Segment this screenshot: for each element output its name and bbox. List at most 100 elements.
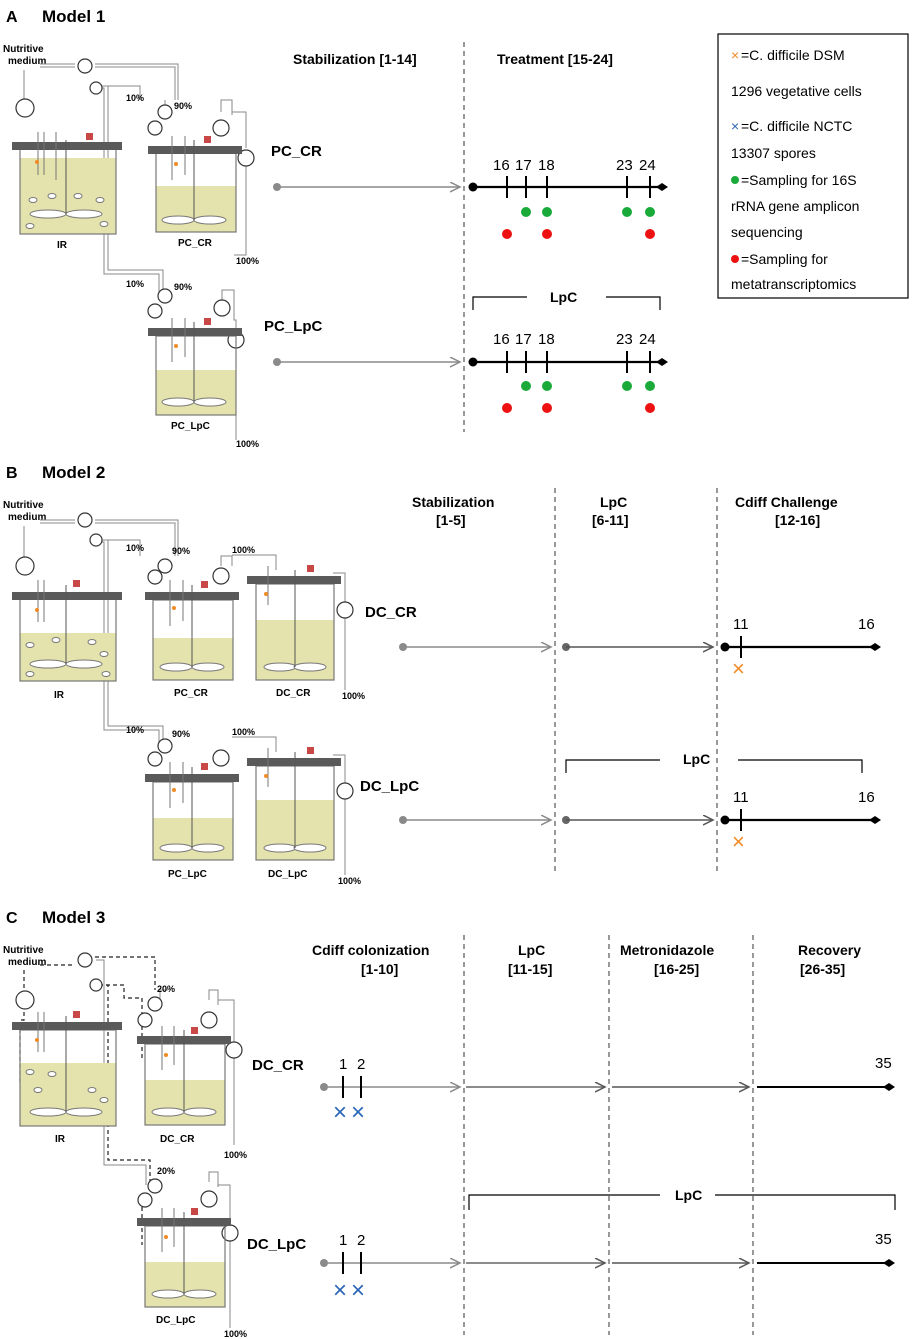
reactor-label: IR: [54, 690, 65, 701]
timeline-end: [869, 816, 881, 824]
timeline-end: [883, 1083, 895, 1091]
tick-label: 11: [733, 616, 749, 633]
pump-icon: [77, 58, 93, 74]
tick-label: 18: [538, 157, 555, 174]
pump-icons-a: [15, 58, 255, 349]
orange-cross-icon: ×: [732, 656, 745, 681]
pump-icon: [200, 1011, 218, 1029]
panel-b-title: Model 2: [42, 463, 105, 482]
lpc-bracket: [472, 296, 661, 310]
phase-cdiff-b-range: [12-16]: [775, 512, 820, 528]
tick-label: 2: [357, 1232, 365, 1249]
pct-b-10-top: 10%: [126, 543, 144, 553]
phase-stabilization-b-range: [1-5]: [436, 512, 466, 528]
reactor-dc-cr-b: DC_CR: [247, 565, 341, 699]
legend-line-7: sequencing: [731, 224, 803, 240]
legend-line-9: metatranscriptomics: [731, 276, 856, 292]
pump-icon: [147, 303, 163, 319]
nutritive-label-a2: medium: [8, 56, 46, 67]
pct-c-100-bottom: 100%: [224, 1329, 247, 1339]
phase-recovery-c-range: [26-35]: [800, 961, 845, 977]
legend-line-5: =Sampling for 16S: [741, 172, 857, 188]
pump-icon: [212, 119, 230, 137]
reactor-label: PC_LpC: [168, 869, 207, 880]
legend-line-2: 1296 vegetative cells: [731, 83, 862, 99]
tick-label: 16: [493, 331, 510, 348]
pump-icon: [147, 751, 163, 767]
pct-c-100-top: 100%: [224, 1150, 247, 1160]
pump-icon: [221, 1224, 239, 1242]
blue-cross-icon: ×: [351, 1099, 365, 1126]
pump-icon: [89, 533, 103, 547]
pct-a-10-bottom: 10%: [126, 279, 144, 289]
red-dot: [502, 229, 512, 239]
phase-lpc-c: LpC: [518, 942, 545, 958]
pump-icon: [147, 569, 163, 585]
tick-label: 23: [616, 157, 633, 174]
reactor-ir-c: IR: [12, 1011, 122, 1145]
red-dot: [542, 229, 552, 239]
pct-c-20-top: 20%: [157, 984, 175, 994]
reactor-label: DC_CR: [160, 1134, 195, 1145]
reactor-pc-cr-a: PC_CR: [148, 136, 242, 249]
reactor-pc-cr-b: PC_CR: [145, 580, 239, 699]
pct-b-90-bottom: 90%: [172, 729, 190, 739]
pump-icon: [336, 782, 354, 800]
pct-b-10-bottom: 10%: [126, 725, 144, 735]
red-dot: [645, 229, 655, 239]
pump-icon: [147, 1178, 163, 1194]
phase-lpc-b-range: [6-11]: [592, 512, 629, 528]
nutritive-label-b2: medium: [8, 512, 46, 523]
pct-b-100-bottom-mid: 100%: [232, 727, 255, 737]
panel-c-letter: C: [6, 910, 18, 927]
timeline-start: [720, 815, 730, 825]
green-dot: [645, 207, 655, 217]
pump-icon: [89, 81, 103, 95]
reactor-ir-b: IR: [12, 580, 122, 701]
legend-line-3: =C. difficile NCTC: [741, 118, 852, 134]
pump-icon: [137, 1192, 153, 1208]
nutritive-label-b1: Nutritive: [3, 500, 44, 511]
legend-line-6: rRNA gene amplicon: [731, 198, 859, 214]
timeline-end: [883, 1259, 895, 1267]
timeline-pc-cr: 16 17 18 23 24: [468, 157, 668, 239]
pump-icon: [147, 120, 163, 136]
pct-b-100-bottom-out: 100%: [338, 876, 361, 886]
green-dot: [645, 381, 655, 391]
panel-a: A Model 1 Nutritive medium 10% 90% 10% 9…: [3, 7, 909, 449]
row-label-pc-lpc: PC_LpC: [264, 318, 323, 335]
pct-a-90-top: 90%: [174, 101, 192, 111]
reactor-label: DC_LpC: [268, 869, 307, 880]
tick-label: 11: [733, 789, 749, 806]
phase-stabilization-b: Stabilization: [412, 494, 494, 510]
pct-a-90-bottom: 90%: [174, 282, 192, 292]
phase-colonization-c: Cdiff colonization: [312, 942, 429, 958]
pump-icon: [212, 567, 230, 585]
tick-label: 17: [515, 157, 532, 174]
green-dot: [622, 207, 632, 217]
nutritive-label-c1: Nutritive: [3, 945, 44, 956]
start-dot: [273, 183, 281, 191]
pump-icon: [147, 996, 163, 1012]
tick-label: 16: [493, 157, 510, 174]
tick-label: 2: [357, 1056, 365, 1073]
row-label-dc-cr: DC_CR: [252, 1057, 304, 1074]
pct-c-20-bottom: 20%: [157, 1166, 175, 1176]
red-dot: [645, 403, 655, 413]
pump-icon: [15, 990, 35, 1010]
tick-label: 16: [858, 616, 875, 633]
pump-icon: [15, 556, 35, 576]
legend-line-8: =Sampling for: [741, 251, 828, 267]
phase-treatment-a: Treatment [15-24]: [497, 51, 613, 67]
legend-line-4: 13307 spores: [731, 145, 816, 161]
legend: × =C. difficile DSM 1296 vegetative cell…: [717, 33, 909, 299]
pump-icon: [77, 952, 93, 968]
timeline-start: [720, 642, 730, 652]
tick-label: 18: [538, 331, 555, 348]
panel-c: C Model 3 Nutritive medium 20% 20% 100% …: [3, 908, 896, 1339]
tick-label: 1: [339, 1232, 347, 1249]
phase-metronidazole-c: Metronidazole: [620, 942, 714, 958]
green-dot: [542, 207, 552, 217]
tick-label: 17: [515, 331, 532, 348]
reactor-label: PC_CR: [174, 688, 209, 699]
